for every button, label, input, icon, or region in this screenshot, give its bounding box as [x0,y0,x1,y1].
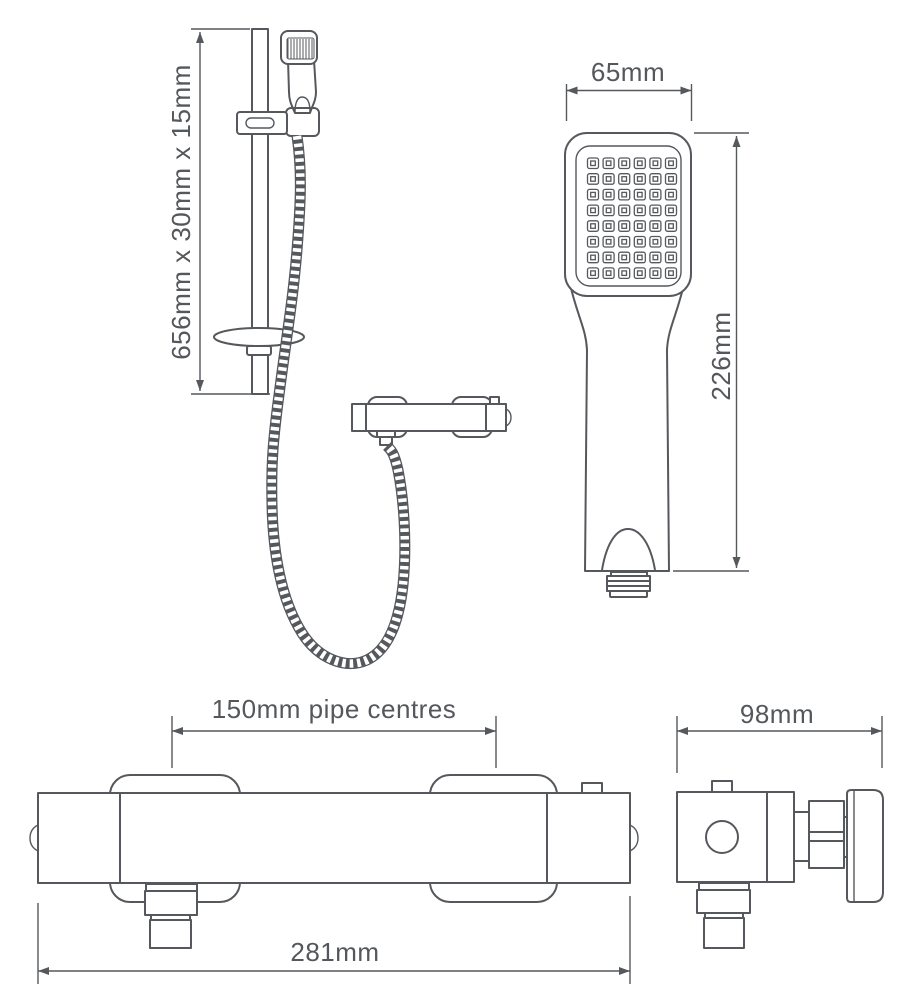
handset-connector [601,528,656,598]
dimension-handset-width: 65mm [565,57,693,121]
mixer-body-front [29,774,639,903]
outlet-front [144,883,198,949]
mixer-bar [37,792,631,884]
outlet-side [696,882,751,949]
valve-depth-label: 98mm [740,699,814,729]
handset-face-hatch [286,37,315,60]
slide-rail-kit-view: 656mm x 30mm x 15mm [166,28,512,669]
pipe-centres-label: 150mm pipe centres [212,694,457,724]
handset-height-label: 226mm [706,311,736,400]
rail-bracket [236,111,288,135]
dimension-handset-height: 226mm [673,132,749,572]
top-lever-side [711,780,733,793]
shower-hose [266,135,411,669]
mixer-side-view: 98mm [676,699,884,949]
handset-handle [568,279,686,572]
dimension-valve-width: 281mm [37,896,631,984]
control-dial [705,820,739,854]
mixer-valve-small [351,396,512,446]
dimension-rail-length: 656mm x 30mm x 15mm [166,28,270,395]
rail-dimension-label: 656mm x 30mm x 15mm [166,64,196,360]
nozzle-grid [586,157,678,280]
top-lever [581,782,603,794]
handset-width-label: 65mm [591,57,665,87]
dimension-pipe-centres: 150mm pipe centres [171,694,497,768]
mixer-body-side [676,780,795,883]
temp-control-knob [793,789,884,903]
dimension-valve-depth: 98mm [676,699,883,773]
valve-width-label: 281mm [290,937,379,967]
handset-on-rail [280,30,320,137]
handset-front-view: 65mm 226mm [564,57,749,598]
mixer-front-view: 150mm pipe centres 2 [29,694,639,984]
